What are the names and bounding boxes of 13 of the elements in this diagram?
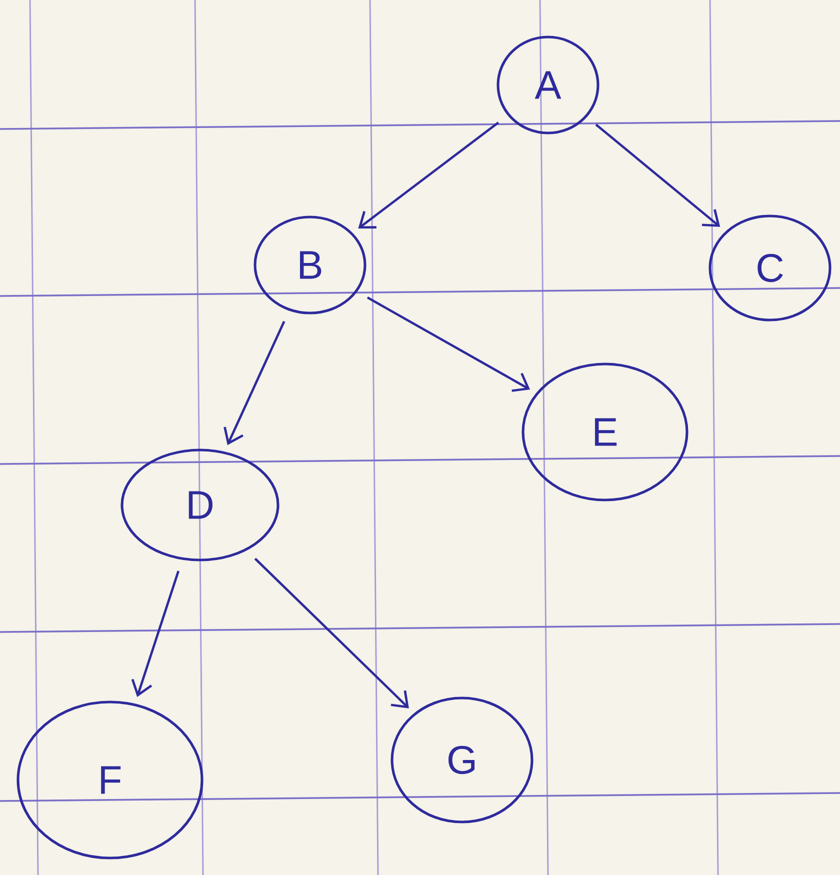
circle-node: F xyxy=(16,700,204,860)
circle-node: B xyxy=(254,216,366,314)
arrow xyxy=(358,122,500,229)
arrow xyxy=(131,570,180,697)
arrow xyxy=(595,124,720,227)
circle-node: G xyxy=(390,696,534,824)
circle-node: E xyxy=(522,362,688,502)
arrow xyxy=(366,296,530,392)
circle-node: C xyxy=(708,214,832,322)
circle-node: A xyxy=(496,36,600,134)
arrow xyxy=(224,320,286,446)
circle-node: D xyxy=(120,448,280,562)
arrow xyxy=(254,558,409,708)
